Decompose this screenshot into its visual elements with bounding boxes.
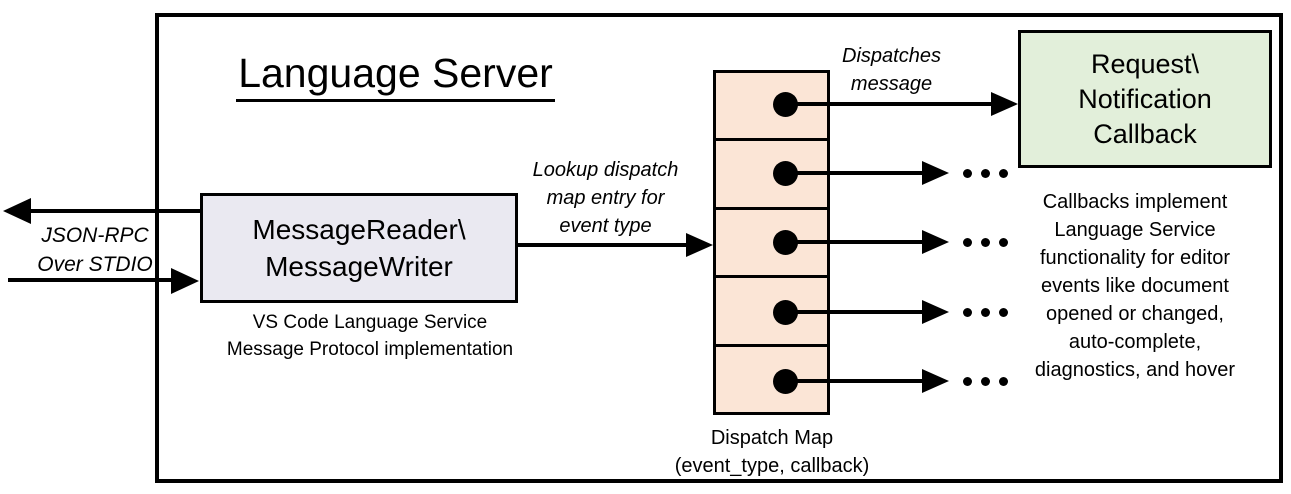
- callback-note-line5: opened or changed,: [1046, 303, 1224, 325]
- stdio-label: JSON-RPC Over STDIO: [15, 221, 175, 279]
- callback-box-line3: Callback: [1093, 118, 1197, 149]
- stdio-label-line2: Over STDIO: [37, 253, 153, 276]
- lookup-arrowhead-icon: [686, 233, 713, 257]
- dispatch-caption-line1: Dispatch Map: [710, 427, 834, 449]
- dispatch-cell: [716, 278, 827, 347]
- message-box-line1: MessageReader\: [252, 214, 466, 245]
- lookup-label: Lookup dispatch map entry for event type: [513, 156, 698, 240]
- ellipsis-icon: [963, 238, 1008, 247]
- message-box-line2: MessageWriter: [265, 251, 453, 282]
- ellipsis-icon: [963, 377, 1008, 386]
- dispatch-arrow-line: [785, 379, 924, 383]
- dispatch-cell: [716, 141, 827, 210]
- lookup-label-line3: event type: [559, 215, 652, 237]
- stdio-label-line1: JSON-RPC: [41, 224, 149, 247]
- callback-note: Callbacks implement Language Service fun…: [1003, 188, 1267, 384]
- dispatch-arrow-line: [785, 102, 992, 106]
- message-readerwriter-box: MessageReader\ MessageWriter: [200, 193, 518, 303]
- lookup-label-line2: map entry for: [546, 187, 665, 209]
- callback-note-line6: auto-complete,: [1068, 331, 1202, 353]
- dispatch-arrowhead-icon: [922, 300, 949, 324]
- callback-box: Request\ Notification Callback: [1018, 30, 1272, 168]
- language-server-outer-box: [155, 13, 1283, 483]
- callback-note-line4: events like document: [1041, 275, 1229, 297]
- dispatch-arrow-line: [785, 310, 924, 314]
- dispatches-label: Dispatches message: [824, 42, 959, 98]
- lookup-label-line1: Lookup dispatch: [532, 159, 679, 181]
- message-box-caption: VS Code Language Service Message Protoco…: [190, 309, 550, 363]
- callback-note-line3: functionality for editor: [1039, 247, 1231, 269]
- stdio-out-arrowhead-icon: [3, 198, 31, 224]
- page-title: Language Server: [228, 50, 563, 102]
- message-caption-line2: Message Protocol implementation: [226, 339, 514, 360]
- dispatch-arrowhead-icon: [991, 92, 1018, 116]
- lookup-arrow-line: [517, 243, 687, 247]
- callback-box-line1: Request\: [1090, 48, 1200, 79]
- stdio-in-arrowhead-icon: [171, 268, 199, 294]
- dispatch-cell: [716, 73, 827, 142]
- stdio-in-arrow-line: [8, 278, 172, 282]
- dispatch-arrow-line: [785, 240, 924, 244]
- dispatches-label-line2: message: [850, 73, 933, 95]
- stdio-out-arrow-line: [28, 209, 200, 213]
- dispatch-arrowhead-icon: [922, 369, 949, 393]
- dispatch-arrow-line: [785, 171, 924, 175]
- dispatch-arrowhead-icon: [922, 230, 949, 254]
- callback-note-line2: Language Service: [1054, 219, 1216, 241]
- dispatch-map-caption: Dispatch Map (event_type, callback): [650, 424, 894, 480]
- ellipsis-icon: [963, 169, 1008, 178]
- dispatches-label-line1: Dispatches: [842, 45, 941, 67]
- callback-note-line1: Callbacks implement: [1042, 191, 1228, 213]
- message-caption-line1: VS Code Language Service: [252, 312, 488, 333]
- dispatch-caption-line2: (event_type, callback): [674, 455, 870, 477]
- dispatch-cell: [716, 210, 827, 279]
- callback-note-line7: diagnostics, and hover: [1034, 359, 1236, 381]
- dispatch-arrowhead-icon: [922, 161, 949, 185]
- page-title-text: Language Server: [236, 50, 555, 102]
- ellipsis-icon: [963, 308, 1008, 317]
- callback-box-line2: Notification: [1078, 83, 1212, 114]
